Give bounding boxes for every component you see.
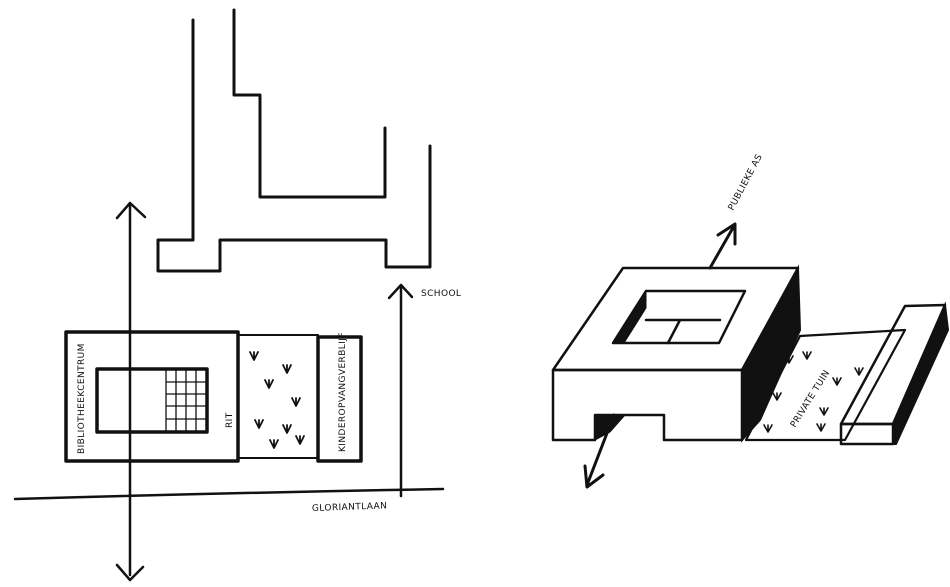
vertical-axis-arrow <box>117 203 145 580</box>
courtyard-floor-line <box>646 320 720 343</box>
library-inner-court <box>97 369 207 432</box>
courtyard-shadow <box>613 291 646 343</box>
street-label: GLORIANTLAAN <box>312 501 388 514</box>
neighbour-building-inner <box>234 10 385 197</box>
neighbour-building-outline <box>158 20 430 271</box>
childcare-label: KINDEROPVANGVERBLIJF <box>338 332 348 452</box>
public-axis-arrow-up <box>710 224 735 268</box>
axonometric-sketch: PRIVATE TUIN PUBLIEKE AS <box>553 153 948 487</box>
public-axis-label: PUBLIEKE AS <box>727 153 765 213</box>
garden-wall-side <box>893 305 948 444</box>
school-access-arrow <box>389 285 412 496</box>
library-label: BIBLIOTHEEKCENTRUM <box>77 343 87 454</box>
private-garden-label: PRIVATE TUIN <box>789 369 832 430</box>
street-line <box>15 489 443 499</box>
school-label: SCHOOL <box>421 289 461 299</box>
library-building <box>66 332 238 461</box>
rit-label: RIT <box>225 412 235 428</box>
garden-plants <box>250 352 304 448</box>
building-front-face <box>553 370 742 440</box>
library-grid <box>166 369 207 432</box>
site-plan: SCHOOL GLORIANTLAAN BIBLIOTHEEKCENTRUM R… <box>15 10 461 580</box>
